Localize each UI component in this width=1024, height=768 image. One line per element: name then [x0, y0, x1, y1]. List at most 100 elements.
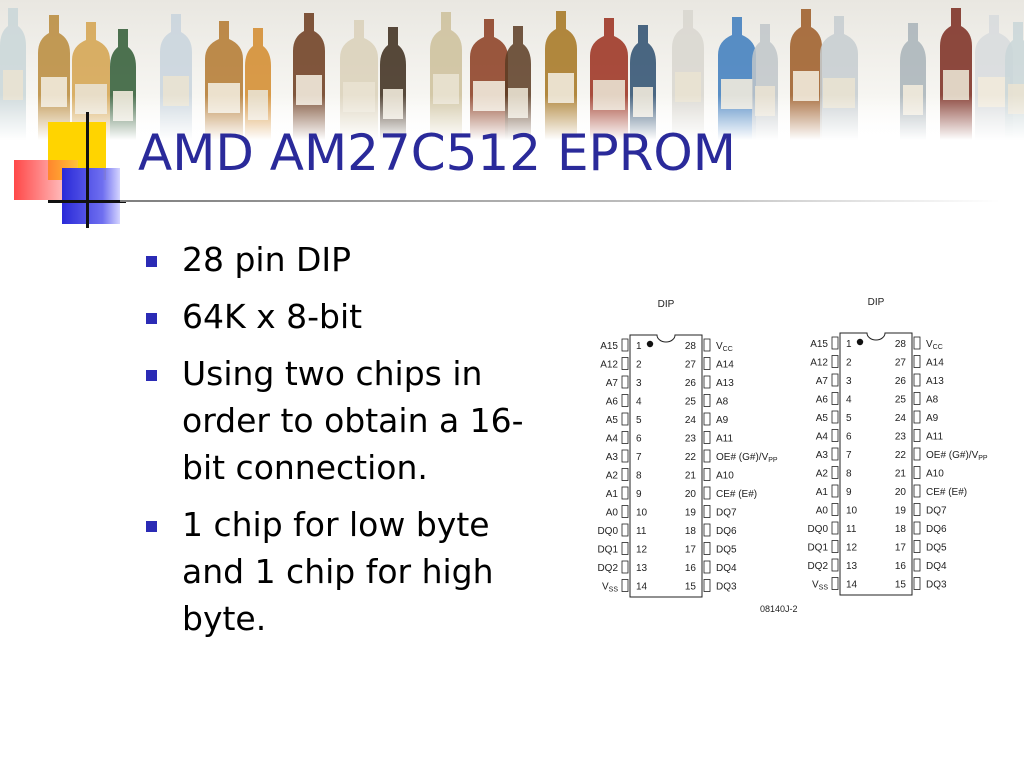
pin-stub [703, 449, 711, 463]
pin-stub [703, 375, 711, 389]
pin-stub [621, 505, 629, 518]
pin-stub [703, 394, 711, 407]
pin-label: A2 [816, 469, 829, 480]
pin-stub [621, 486, 629, 500]
pin1-dot [856, 338, 864, 346]
pin-label: A0 [816, 506, 829, 517]
bullet-text: 28 pin DIP [182, 240, 352, 279]
pin-number: 5 [636, 415, 642, 426]
pin-label: VCC [716, 341, 733, 353]
pin-label: A5 [816, 413, 829, 424]
pin-number: 6 [636, 434, 642, 445]
bullet-square-icon [146, 313, 157, 324]
pin-stub [621, 542, 629, 555]
pin-label: A9 [716, 415, 729, 426]
decor-blue-square [62, 168, 120, 224]
pin-stub [621, 468, 629, 481]
pin-label: DQ4 [716, 563, 737, 574]
pin-number: 19 [685, 508, 697, 519]
pin-label: A3 [816, 450, 829, 461]
pin-label: A11 [926, 432, 943, 443]
pin-stub [703, 505, 711, 518]
pin-stub [831, 466, 839, 479]
bullet-item: 1 chip for low byte and 1 chip for high … [140, 501, 560, 642]
pin-number: 7 [636, 452, 642, 463]
pin-label: A13 [926, 376, 944, 387]
pin-number: 17 [685, 545, 697, 556]
pin-label: DQ6 [716, 526, 737, 537]
pin-stub [621, 431, 629, 444]
pin-number: 24 [685, 415, 697, 426]
bullet-item: Using two chips in order to obtain a 16-… [140, 350, 560, 491]
pin-label: A7 [816, 376, 829, 387]
pin-label: A6 [816, 395, 829, 406]
pin-label: A5 [606, 415, 619, 426]
pin-number: 13 [846, 561, 858, 572]
pin-label: DQ2 [597, 563, 618, 574]
pin-number: 9 [636, 489, 642, 500]
pin-stub [831, 521, 839, 535]
figure-id: 08140J-2 [760, 604, 798, 614]
bottle-label-shape [3, 70, 23, 100]
pin-number: 16 [895, 561, 907, 572]
pin-label: VCC [926, 339, 943, 351]
bullet-text: Using two chips in order to obtain a 16-… [182, 354, 524, 487]
pin-number: 12 [846, 543, 858, 554]
pin-label: DQ3 [716, 582, 737, 593]
pin-label: OE# (G#)/VPP [926, 450, 988, 462]
pin-stub [831, 503, 839, 516]
pin-stub [621, 412, 629, 426]
pin-number: 23 [685, 434, 697, 445]
pin-stub [831, 429, 839, 442]
pin-label: A7 [606, 378, 619, 389]
banner-fade [0, 95, 1024, 140]
pin-stub [831, 355, 839, 368]
pin-label: DQ2 [807, 561, 828, 572]
chip-body [839, 332, 913, 596]
bullet-text: 1 chip for low byte and 1 chip for high … [182, 505, 494, 638]
pin-label: DQ5 [926, 543, 947, 554]
pin-stub [831, 447, 839, 461]
pin-label: A10 [716, 471, 734, 482]
pin-stub [621, 357, 629, 370]
pin-number: 11 [636, 526, 647, 537]
bullet-text: 64K x 8-bit [182, 297, 363, 336]
pin-label: A8 [926, 395, 939, 406]
pin-label: DQ3 [926, 580, 947, 591]
package-label: DIP [868, 297, 885, 308]
pin-label: DQ7 [716, 508, 737, 519]
pin-label: DQ1 [807, 543, 828, 554]
pin-label: DQ0 [597, 526, 618, 537]
pin-number: 27 [685, 360, 697, 371]
pin-number: 12 [636, 545, 648, 556]
bullet-square-icon [146, 256, 157, 267]
pin-stub [913, 577, 921, 590]
pin-label: A1 [816, 487, 829, 498]
pin-stub [831, 410, 839, 424]
pin-stub [913, 373, 921, 387]
pin-stub [621, 579, 629, 592]
pin-label: A11 [716, 434, 733, 445]
pin-stub [831, 392, 839, 405]
pin-stub [913, 447, 921, 461]
pin-label: A14 [716, 360, 734, 371]
pin-number: 18 [895, 524, 907, 535]
pin-stub [913, 429, 921, 442]
pin-stub [621, 394, 629, 407]
pin-stub [621, 560, 629, 574]
pin-label: CE# (E#) [716, 489, 757, 500]
pin-stub [621, 523, 629, 537]
pin-label: A2 [606, 471, 619, 482]
pin-label: A14 [926, 358, 944, 369]
pin-label: A4 [606, 434, 619, 445]
pin-number: 19 [895, 506, 907, 517]
pin-stub [831, 336, 839, 350]
pin-stub [621, 338, 629, 352]
pin-label: A13 [716, 378, 734, 389]
pin-number: 20 [895, 487, 907, 498]
pin-number: 4 [846, 395, 852, 406]
pin-label: A4 [816, 432, 829, 443]
pin-stub [621, 449, 629, 463]
pin-stub [703, 357, 711, 370]
pin-label: A12 [810, 358, 828, 369]
